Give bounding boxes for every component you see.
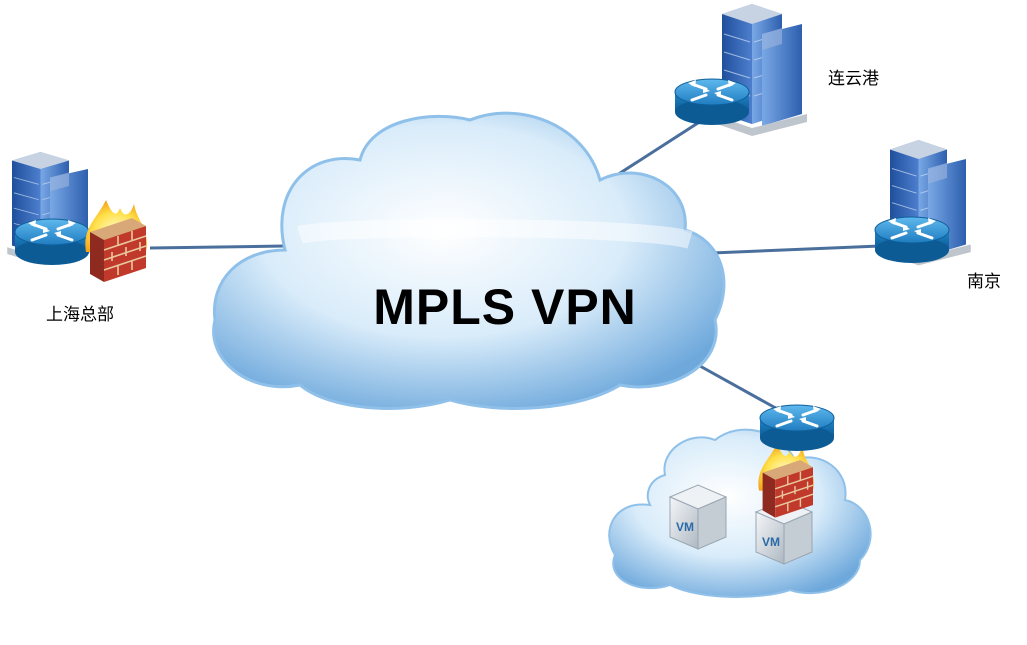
site-label-nanjing: 南京 — [967, 272, 1001, 292]
nanjing-router-icon — [873, 215, 951, 265]
cloud-title: MPLS VPN — [373, 279, 637, 335]
link-nanjing — [711, 244, 881, 255]
datacenter-cloud-icon — [608, 428, 872, 598]
link-shanghai — [149, 244, 286, 250]
main-cloud-icon — [212, 111, 726, 410]
datacenter-router-icon — [758, 403, 836, 453]
lianyungang-router-icon — [673, 77, 751, 127]
vm-label-2: VM — [762, 535, 780, 549]
vm-box-icon-1: VM — [669, 484, 727, 550]
shanghai-router-icon — [13, 217, 91, 267]
site-label-lianyungang: 连云港 — [828, 69, 879, 89]
vm-box-icon-2: VM — [755, 499, 813, 565]
vm-label-1: VM — [676, 520, 694, 534]
site-label-shanghai: 上海总部 — [46, 305, 114, 325]
shanghai-firewall-icon — [84, 199, 148, 283]
